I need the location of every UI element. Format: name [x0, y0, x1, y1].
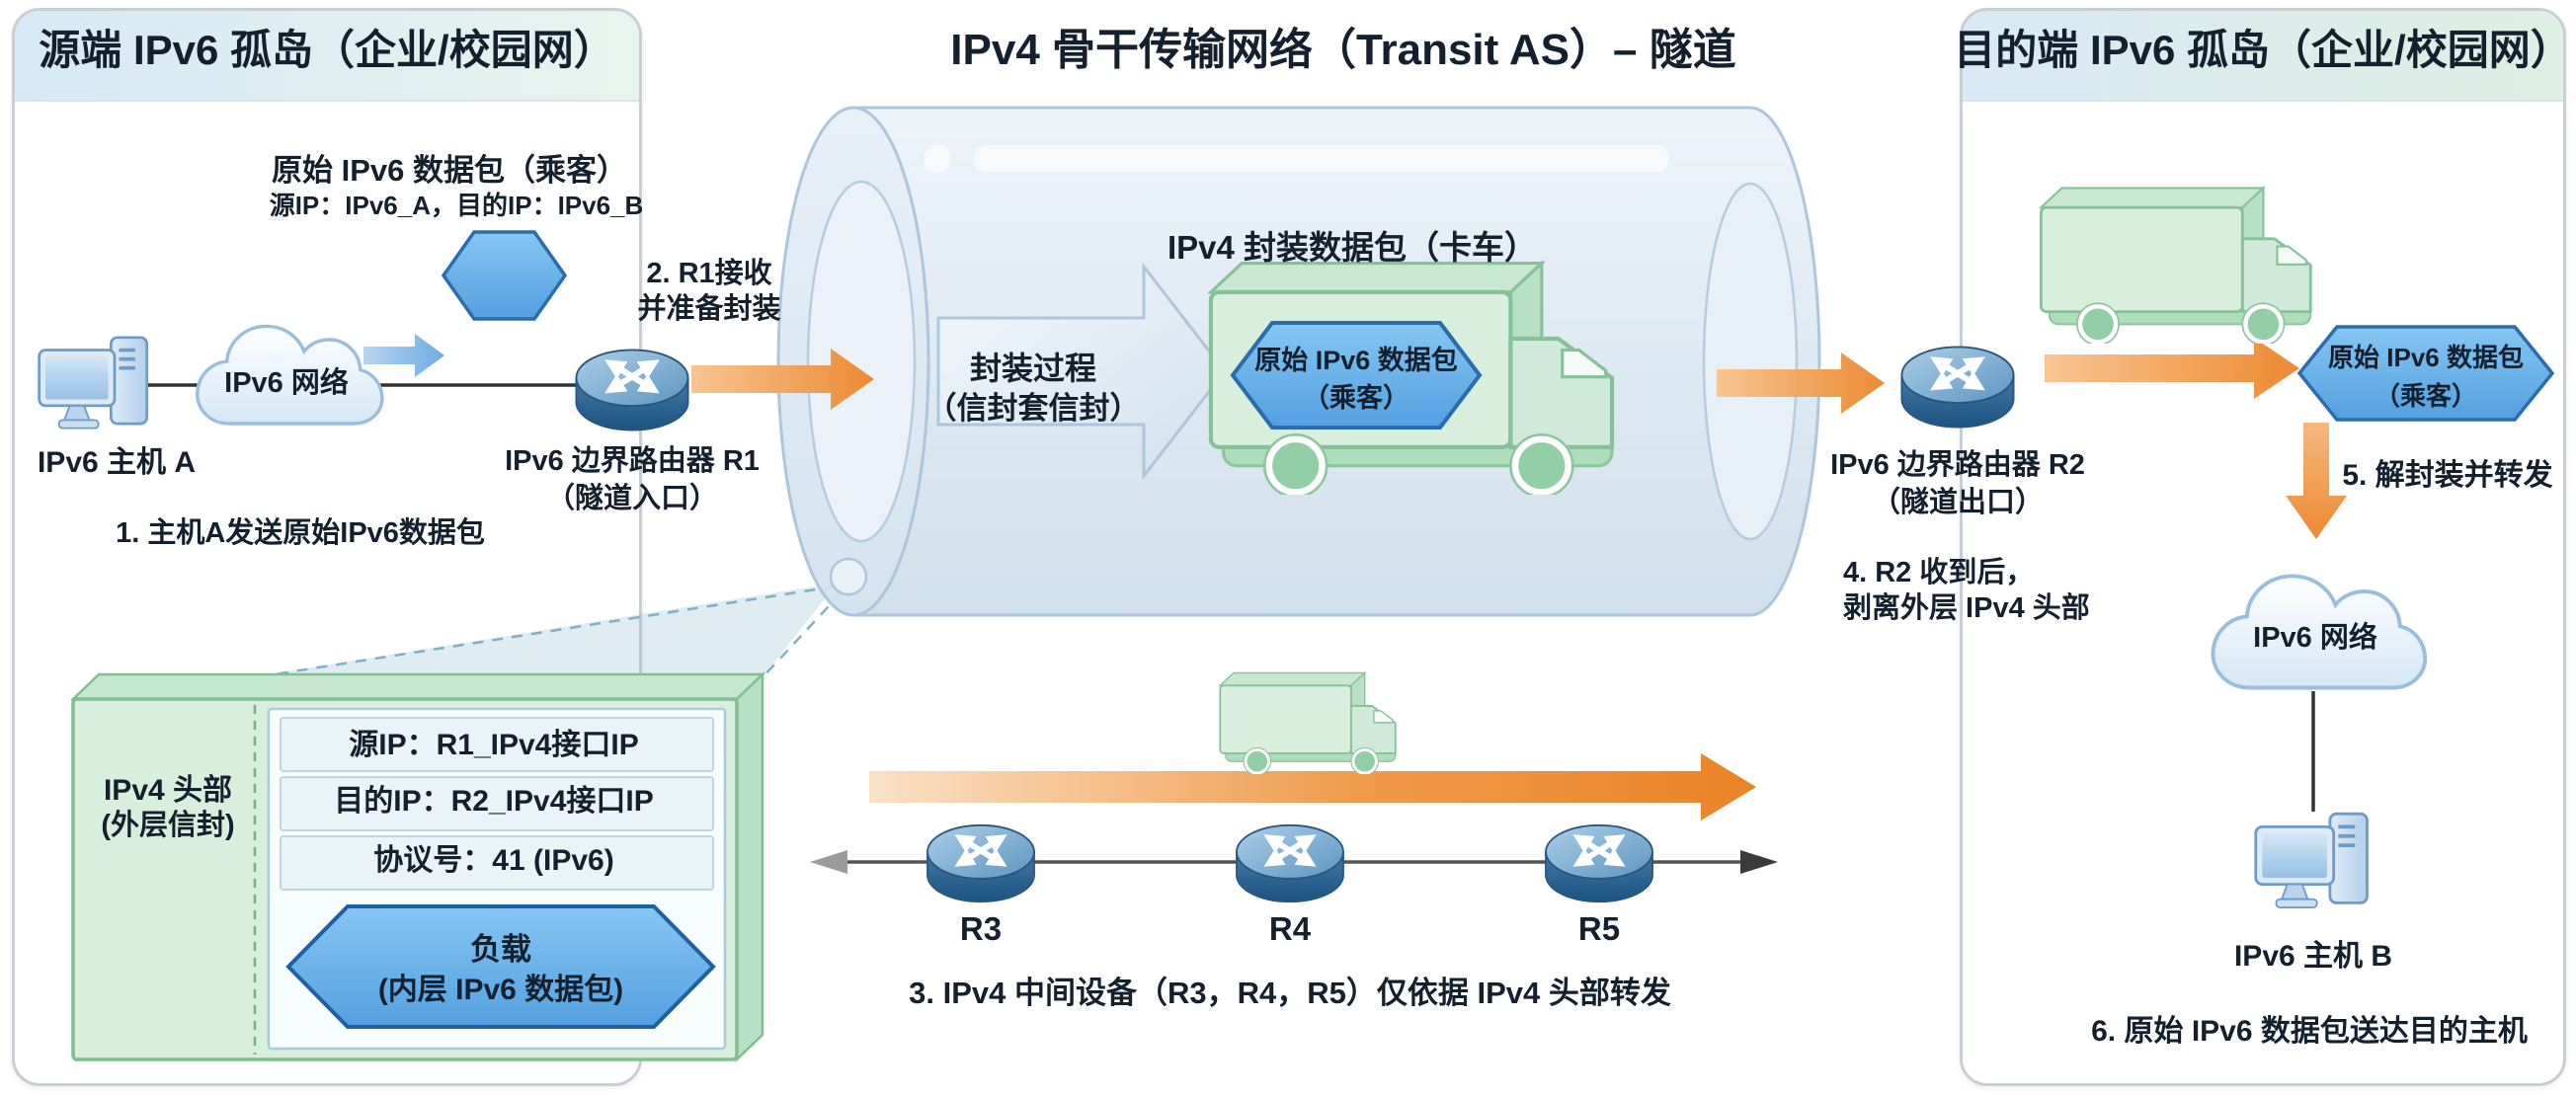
router-icon-r5 — [1546, 825, 1652, 901]
truck-hexagon-label-line2: （乘客） — [1303, 383, 1409, 413]
dest-panel-title: 目的端 IPv6 孤岛（企业/校园网） — [1954, 27, 2572, 73]
tunnel-left-opening — [776, 106, 930, 617]
step4-label-line1: 4. R2 收到后， — [1843, 557, 2035, 588]
hostB-label: IPv6 主机 B — [2233, 940, 2393, 973]
source-packet-addresses: 源IP：IPv6_A，目的IP：IPv6_B — [269, 191, 644, 220]
payload-label-line2: (内层 IPv6 数据包) — [377, 974, 624, 1006]
dest-hexagon-label-line1: 原始 IPv6 数据包 — [2328, 343, 2524, 372]
hostA-label: IPv6 主机 A — [37, 446, 197, 479]
step1-label: 1. 主机A发送原始IPv6数据包 — [116, 517, 485, 549]
source-packet-label: 原始 IPv6 数据包（乘客） — [272, 153, 627, 188]
truck-icon — [1211, 264, 1612, 498]
dest-island-panel — [1960, 8, 2566, 1086]
payload-label-line1: 负载 — [470, 932, 531, 967]
truck-icon-underlay — [1218, 670, 1398, 774]
dest-panel-title-band — [1963, 11, 2563, 102]
tunnel-right-ring — [1702, 182, 1799, 541]
encap-arrow-label-line1: 封装过程 — [969, 351, 1097, 386]
arrow-transit-forwarding — [869, 753, 1756, 821]
magnifier-circle — [829, 557, 868, 596]
r5-label: R5 — [1577, 910, 1621, 947]
step4-label-line2: 剥离外层 IPv4 头部 — [1843, 592, 2090, 624]
step3-label: 3. IPv4 中间设备（R3，R4，R5）仅依据 IPv4 头部转发 — [909, 976, 1671, 1010]
tunnel-title: IPv4 骨干传输网络（Transit AS）– 隧道 — [950, 26, 1736, 74]
header-row-protocol: 协议号：41 (IPv6) — [373, 844, 614, 877]
encapsulated-truck-label: IPv4 封装数据包（卡车） — [1167, 229, 1538, 266]
truck-hexagon-label-line1: 原始 IPv6 数据包 — [1254, 346, 1458, 375]
r4-label: R4 — [1268, 910, 1312, 947]
r3-label: R3 — [959, 910, 1003, 947]
dest-hexagon-label-line2: （乘客） — [2374, 381, 2478, 411]
ipv4-backbone-line — [810, 850, 1778, 874]
router-icon-r4 — [1237, 825, 1343, 901]
header-side-label-line2: (外层信封) — [101, 810, 235, 841]
header-row-src-ip: 源IP：R1_IPv4接口IP — [349, 729, 639, 761]
step6-label: 6. 原始 IPv6 数据包送达目的主机 — [2091, 1015, 2528, 1048]
arrow-tunnel-to-r2 — [1717, 352, 1885, 414]
dest-cloud-label: IPv6 网络 — [2253, 622, 2377, 654]
arrow-r1-to-tunnel — [691, 349, 874, 410]
step2-label-line2: 并准备封装 — [637, 293, 781, 325]
r2-label-line1: IPv6 边界路由器 R2 — [1830, 449, 2085, 481]
source-cloud-label: IPv6 网络 — [224, 367, 349, 399]
r2-label-line2: （隧道出口） — [1871, 487, 2045, 518]
source-panel-title: 源端 IPv6 孤岛（企业/校园网） — [39, 27, 615, 73]
step2-label-line1: 2. R1接收 — [646, 258, 772, 289]
header-side-label-line1: IPv4 头部 — [103, 774, 233, 807]
step5-label: 5. 解封装并转发 — [2342, 459, 2553, 492]
router-icon-r3 — [927, 825, 1034, 901]
encap-arrow-label-line2: （信封套信封） — [926, 391, 1141, 426]
header-row-dst-ip: 目的IP：R2_IPv4接口IP — [334, 785, 654, 818]
source-panel-title-band — [15, 11, 639, 102]
r1-label-line1: IPv6 边界路由器 R1 — [505, 445, 760, 477]
r1-label-line2: （隧道入口） — [545, 483, 719, 514]
